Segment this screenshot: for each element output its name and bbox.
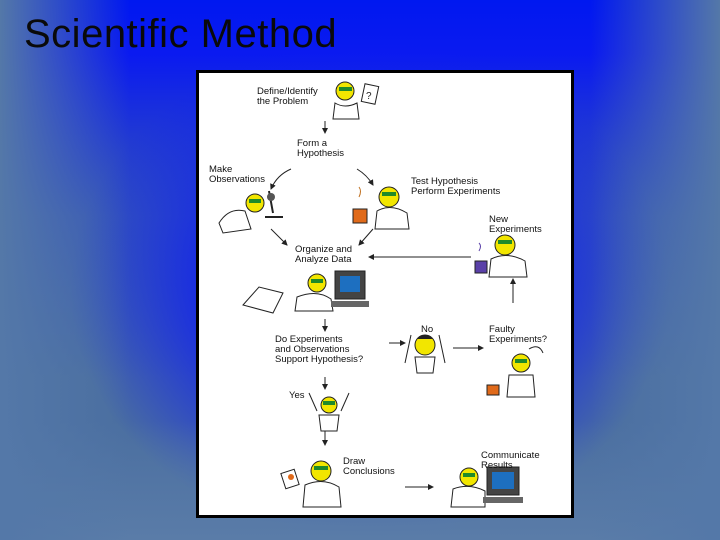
step-test-hypothesis: Test Hypothesis Perform Experiments xyxy=(411,176,501,197)
step-form-hypothesis: Form a Hypothesis xyxy=(297,138,344,159)
diagram-frame: ? xyxy=(196,70,574,518)
scientist-beaker-icon xyxy=(352,186,410,230)
step-define-problem: Define/Identify the Problem xyxy=(257,86,318,107)
arrow-test-to-organize xyxy=(358,228,374,246)
step-support-question: Do Experiments and Observations Support … xyxy=(275,334,364,365)
scientist-yes-icon xyxy=(308,392,350,432)
label-yes: Yes xyxy=(289,390,305,401)
step-faulty-experiments: Faulty Experiments? xyxy=(489,324,548,345)
slide-title: Scientific Method xyxy=(24,12,338,56)
step-make-observations: Make Observations xyxy=(209,164,265,185)
scientist-computer-icon xyxy=(242,270,369,314)
scientist-no-icon xyxy=(404,334,446,374)
scientist-new-experiments-icon xyxy=(474,234,528,278)
label-no: No xyxy=(421,324,434,335)
scientist-conclusions-icon xyxy=(280,460,342,508)
arrow-hypothesis-to-test xyxy=(356,168,374,186)
arrow-observations-to-organize xyxy=(270,228,288,246)
step-draw-conclusions: Draw Conclusions xyxy=(343,456,395,477)
step-new-experiments: New Experiments xyxy=(489,214,542,235)
arrow-hypothesis-to-observations xyxy=(270,168,292,190)
flow-arrows xyxy=(270,121,516,490)
scientist-define-icon: ? xyxy=(332,81,380,120)
svg-text:?: ? xyxy=(366,91,372,102)
scientific-method-diagram: ? xyxy=(199,73,571,515)
scientist-communicate-icon xyxy=(450,466,523,508)
scientist-faulty-icon xyxy=(486,346,544,398)
step-organize-data: Organize and Analyze Data xyxy=(295,244,353,265)
scientist-microscope-icon xyxy=(218,190,283,234)
step-communicate-results: Communicate Results xyxy=(481,450,540,471)
diagram-drawing: ? xyxy=(218,81,544,508)
